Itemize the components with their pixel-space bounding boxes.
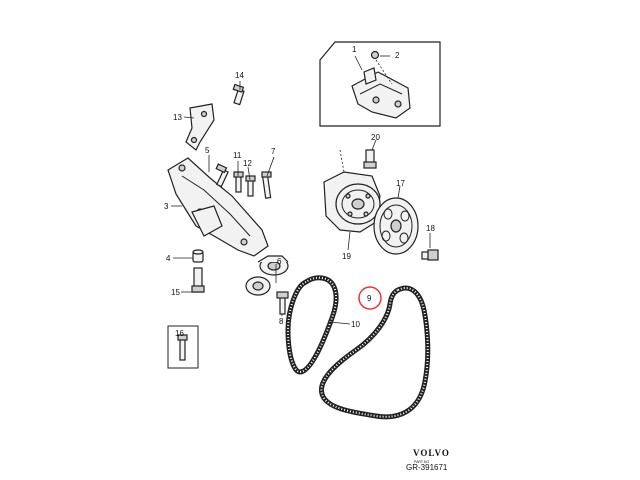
callout-18: 18 [426,224,435,233]
leader-lines [171,81,431,325]
callout-15: 15 [171,288,180,297]
svg-text:VOLVO: VOLVO [413,448,450,458]
spacer-4 [192,249,204,263]
callout-17: 17 [396,179,405,188]
callout-12: 12 [243,159,252,168]
bolt-18 [421,249,439,261]
callout-5: 5 [205,146,210,155]
callout-4: 4 [166,254,171,263]
drive-belt-9 [319,285,431,420]
inset-bolt [370,50,390,60]
drawing-code: GR-391671 [406,463,448,472]
callout-labels: 1 2 14 13 20 5 11 7 12 17 3 18 19 4 6 15… [164,45,435,338]
callout-20: 20 [371,133,380,142]
svg-text:PART NO: PART NO [414,460,429,464]
main-bracket [167,157,269,257]
highlight-circle [358,286,382,310]
callout-13: 13 [173,113,182,122]
callout-14: 14 [235,71,244,80]
bolt-14 [232,83,245,106]
callout-6: 6 [277,257,282,266]
inset-box [319,41,441,127]
bolt-7 [261,171,272,199]
callout-1: 1 [352,45,357,54]
bolt-11 [233,171,244,193]
tensioner-pulley [257,255,289,276]
callout-11: 11 [233,151,242,160]
callout-2: 2 [395,51,400,60]
bolt-12 [245,175,256,197]
volvo-logo: VOLVO PART NO [413,448,450,464]
bolt-20 [363,149,377,169]
bolt-8 [276,291,289,315]
inset-bracket [351,67,411,119]
callout-8: 8 [279,317,284,326]
callout-9: 9 [367,294,372,303]
bolt-15 [191,267,205,293]
callout-3: 3 [164,202,169,211]
drive-belt-10 [285,275,339,375]
water-pump [323,171,381,233]
bolt-5 [215,163,229,188]
callout-7: 7 [271,147,276,156]
pump-pulley [373,197,419,255]
callout-19: 19 [342,252,351,261]
bolt-16-box [167,325,199,369]
upper-bracket [185,103,215,151]
callout-10: 10 [351,320,360,329]
callout-16: 16 [175,329,184,338]
idler-pulley-6 [245,276,271,296]
